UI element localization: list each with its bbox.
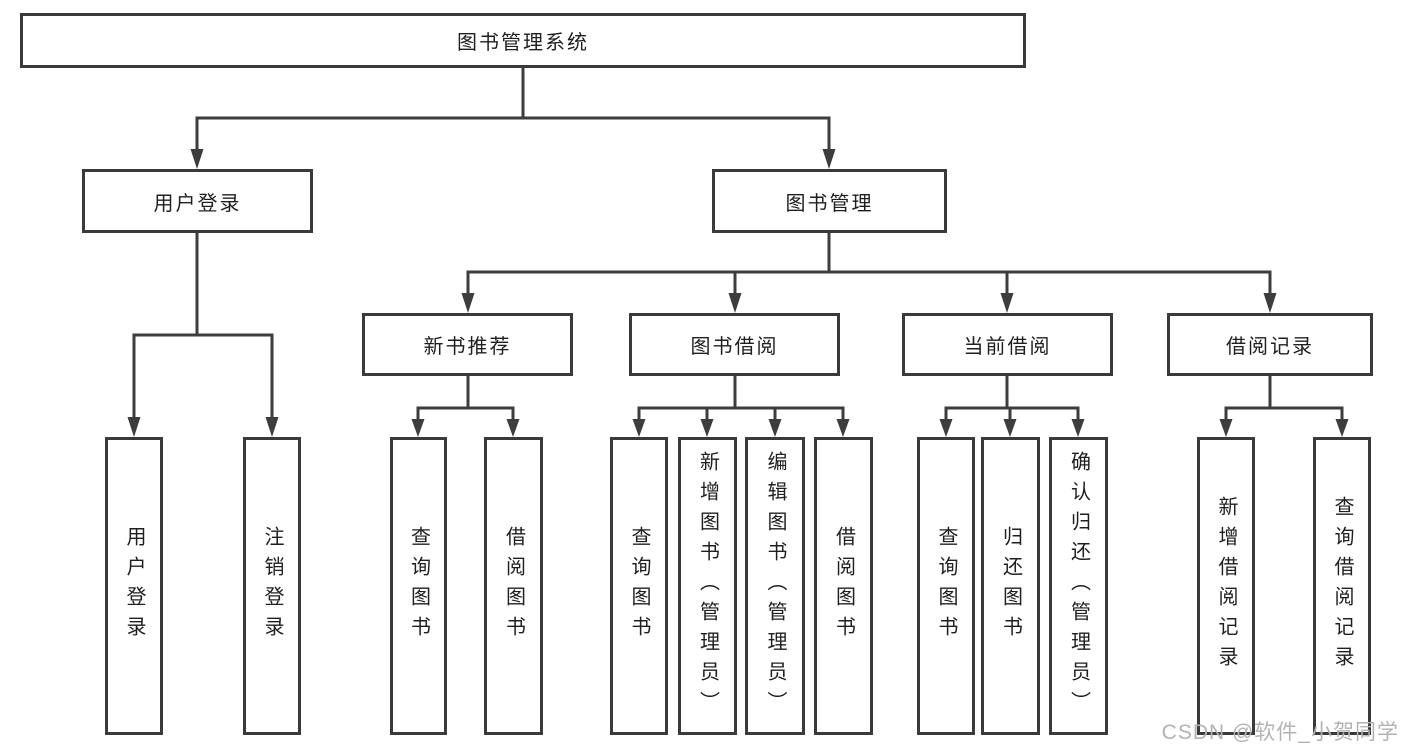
leaf-query-borrow-record: 查询借阅记录	[1313, 437, 1371, 735]
node-label: 图书借阅	[690, 336, 779, 358]
node-user-login: 用户登录	[82, 169, 313, 233]
arrowhead	[1263, 293, 1277, 313]
node-borrow-records: 借阅记录	[1167, 313, 1373, 376]
leaf-user-login: 用户登录	[105, 437, 163, 735]
node-label: 新书推荐	[423, 336, 512, 358]
node-root-system: 图书管理系统	[20, 13, 1026, 68]
node-book-borrow: 图书借阅	[629, 313, 840, 376]
leaf-label: 注销登录	[261, 526, 283, 646]
leaf-return-book: 归还图书	[981, 437, 1040, 735]
leaf-label: 查询图书	[407, 526, 430, 646]
leaf-query-book-current: 查询图书	[917, 437, 975, 735]
arrowhead	[127, 417, 141, 437]
leaf-borrow-book-recommend: 借阅图书	[484, 437, 543, 735]
bar-user-login	[132, 333, 274, 417]
arrowhead	[1003, 419, 1017, 437]
arrowhead	[1000, 293, 1014, 313]
leaf-label: 确认归还（管理员）	[1067, 451, 1090, 721]
arrowhead	[411, 419, 425, 437]
leaf-add-borrow-record: 新增借阅记录	[1197, 437, 1255, 735]
leaf-label: 借阅图书	[832, 526, 855, 646]
leaf-label: 编辑图书（管理员）	[764, 451, 786, 721]
leaf-label: 用户登录	[123, 526, 145, 646]
arrowhead	[1071, 419, 1085, 437]
node-label: 图书管理系统	[457, 32, 589, 54]
arrowhead	[461, 293, 475, 313]
leaf-add-book-admin: 新增图书（管理员）	[678, 437, 737, 735]
node-book-management: 图书管理	[712, 169, 947, 233]
leaf-label: 借阅图书	[502, 526, 525, 646]
bar-new-book	[416, 406, 515, 419]
leaf-edit-book-admin: 编辑图书（管理员）	[745, 437, 805, 735]
node-new-book-recommend: 新书推荐	[362, 313, 573, 376]
bar-book-management	[466, 270, 1272, 293]
arrowhead	[939, 419, 953, 437]
leaf-label: 归还图书	[999, 526, 1022, 646]
csdn-watermark: CSDN @软件_小贺同学	[1161, 721, 1399, 744]
node-label: 用户登录	[153, 192, 242, 215]
leaf-query-book-recommend: 查询图书	[390, 437, 447, 735]
arrowhead	[836, 419, 850, 437]
arrowhead	[700, 419, 714, 437]
node-label: 图书管理	[785, 192, 874, 215]
bar-book-borrow	[637, 406, 845, 419]
arrowhead	[822, 149, 836, 169]
arrowhead	[768, 419, 782, 437]
node-label: 借阅记录	[1226, 336, 1314, 358]
bar-borrow-records	[1224, 406, 1344, 419]
arrowhead	[190, 149, 204, 169]
arrowhead	[1219, 419, 1233, 437]
arrowhead	[1335, 419, 1349, 437]
leaf-label: 查询图书	[628, 526, 650, 646]
leaf-label: 查询图书	[935, 526, 957, 646]
arrowhead	[265, 417, 279, 437]
arrowhead	[506, 419, 520, 437]
leaf-label: 查询借阅记录	[1331, 496, 1353, 676]
leaf-logout: 注销登录	[243, 437, 301, 735]
node-current-borrow: 当前借阅	[902, 313, 1113, 376]
arrowhead	[632, 419, 646, 437]
bar-root	[195, 116, 831, 149]
leaf-label: 新增图书（管理员）	[696, 451, 719, 721]
arrowhead	[728, 293, 742, 313]
leaf-borrow-book: 借阅图书	[814, 437, 873, 735]
leaf-label: 新增借阅记录	[1215, 496, 1237, 676]
bar-current-borrow	[944, 406, 1080, 419]
leaf-confirm-return-admin: 确认归还（管理员）	[1049, 437, 1108, 735]
leaf-query-book-borrow: 查询图书	[610, 437, 668, 735]
node-label: 当前借阅	[963, 336, 1052, 358]
